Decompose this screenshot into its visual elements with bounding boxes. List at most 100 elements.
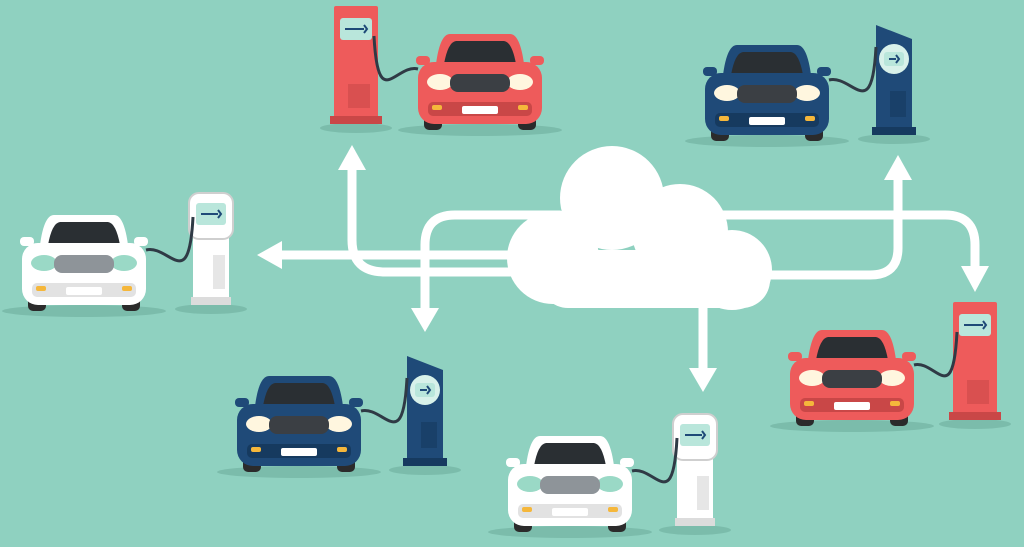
ev-charging-unit-top-right — [685, 25, 930, 147]
headlight — [799, 370, 825, 386]
license-plate — [462, 106, 498, 114]
charging-station — [876, 25, 912, 135]
charging-cable — [145, 216, 195, 263]
headlight — [794, 85, 820, 101]
station-base — [403, 458, 447, 466]
cloud-icon — [507, 146, 772, 310]
car-shadow — [685, 135, 849, 147]
headlight — [427, 74, 453, 90]
station-base — [949, 412, 1001, 420]
grille — [540, 476, 600, 494]
connector-top-right — [695, 173, 903, 280]
indicator — [805, 116, 815, 121]
ev-charging-unit-left — [2, 192, 247, 317]
charging-cable — [828, 46, 878, 93]
indicator — [122, 286, 132, 291]
arrow-heads — [257, 145, 989, 392]
indicator — [36, 286, 46, 291]
arrow-head-icon — [338, 145, 366, 170]
headlight — [507, 74, 533, 90]
side-mirror — [530, 56, 544, 65]
charging-cable — [913, 331, 959, 378]
side-mirror — [20, 237, 34, 246]
station-base — [330, 116, 382, 124]
license-plate — [552, 508, 588, 516]
ev-charging-unit-right — [770, 302, 1011, 432]
charging-cable — [372, 35, 419, 82]
windshield — [263, 383, 335, 406]
license-plate — [66, 287, 102, 295]
charging-station — [407, 356, 443, 466]
arrow-head-icon — [884, 155, 912, 180]
arrow-head-icon — [689, 368, 717, 392]
headlight — [31, 255, 57, 271]
headlight — [597, 476, 623, 492]
headlight — [714, 85, 740, 101]
station-shadow — [320, 123, 392, 133]
license-plate — [749, 117, 785, 125]
arrow-head-icon — [257, 241, 282, 269]
indicator — [337, 447, 347, 452]
grille — [450, 74, 510, 92]
side-mirror — [902, 352, 916, 361]
charging-cable — [631, 437, 679, 484]
indicator — [518, 105, 528, 110]
side-mirror — [349, 398, 363, 407]
windshield — [731, 52, 803, 75]
car-shadow — [488, 526, 652, 538]
windshield — [48, 222, 120, 245]
headlight — [246, 416, 272, 432]
side-mirror — [703, 67, 717, 76]
side-mirror — [506, 458, 520, 467]
arrow-head-icon — [411, 308, 439, 332]
lightning-plug-icon — [201, 209, 223, 219]
side-mirror — [235, 398, 249, 407]
grille — [54, 255, 114, 273]
connector-top-center — [347, 163, 525, 277]
station-shadow — [659, 525, 731, 535]
station-shadow — [175, 304, 247, 314]
side-mirror — [620, 458, 634, 467]
vehicles-layer — [2, 6, 1011, 538]
indicator — [890, 401, 900, 406]
lightning-plug-icon — [964, 320, 988, 330]
station-vent — [697, 476, 709, 510]
lightning-plug-icon — [685, 430, 707, 440]
station-shadow — [389, 465, 461, 475]
windshield — [816, 337, 888, 360]
lightning-plug-icon — [889, 54, 901, 64]
indicator — [804, 401, 814, 406]
indicator — [432, 105, 442, 110]
headlight — [326, 416, 352, 432]
headlight — [111, 255, 137, 271]
station-shadow — [939, 419, 1011, 429]
side-mirror — [416, 56, 430, 65]
station-base — [191, 297, 231, 305]
car-shadow — [770, 420, 934, 432]
side-mirror — [788, 352, 802, 361]
car-shadow — [2, 305, 166, 317]
headlight — [517, 476, 543, 492]
lightning-plug-icon — [345, 24, 369, 34]
station-base — [675, 518, 715, 526]
side-mirror — [817, 67, 831, 76]
connector-bottom-left — [420, 210, 565, 317]
indicator — [719, 116, 729, 121]
indicator — [522, 507, 532, 512]
station-vent — [967, 380, 989, 404]
car-shadow — [398, 124, 562, 136]
station-vent — [421, 422, 437, 448]
ev-charging-unit-bottom-left — [217, 356, 461, 478]
license-plate — [281, 448, 317, 456]
windshield — [444, 41, 516, 64]
grille — [737, 85, 797, 103]
station-vent — [890, 91, 906, 117]
side-mirror — [134, 237, 148, 246]
station-base — [872, 127, 916, 135]
indicator — [608, 507, 618, 512]
lightning-plug-icon — [420, 385, 432, 395]
indicator — [251, 447, 261, 452]
grille — [269, 416, 329, 434]
station-vent — [348, 84, 370, 108]
